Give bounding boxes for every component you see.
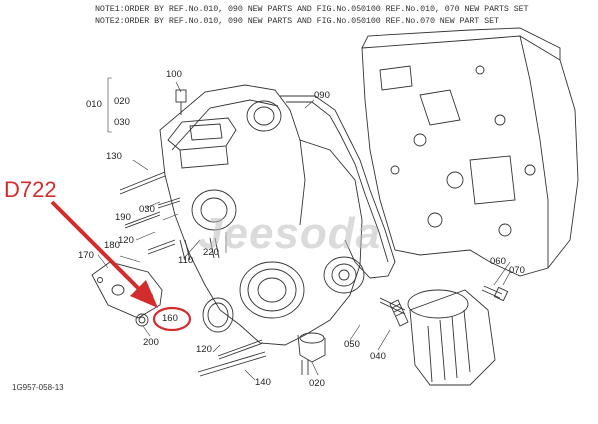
block-top-edge	[361, 27, 561, 60]
nut	[135, 313, 149, 327]
label-130: 130	[106, 151, 122, 162]
cover-plate	[91, 261, 163, 319]
label-120-upper: 120	[118, 235, 134, 246]
model-callout: D722	[4, 177, 57, 202]
label-020-lower: 020	[309, 378, 325, 389]
callout-arrow-head	[130, 280, 158, 308]
water-flange	[167, 117, 237, 151]
callout-graphics	[50, 200, 192, 332]
gasket-outline	[280, 95, 396, 279]
label-120-lower: 120	[196, 344, 212, 355]
label-180: 180	[104, 240, 120, 251]
label-050: 050	[344, 339, 360, 350]
label-040: 040	[370, 351, 386, 362]
label-140: 140	[255, 377, 271, 388]
label-060: 060	[490, 256, 506, 267]
diagram-code: 1G957-058-13	[12, 383, 64, 392]
watermark: Jeesoda	[198, 209, 382, 258]
highlight-circle	[152, 306, 192, 332]
gear-case-outline	[159, 84, 363, 346]
callout-arrow-shaft	[50, 200, 148, 298]
label-090: 090	[314, 90, 330, 101]
engine-block-outline	[361, 35, 579, 277]
note-2: NOTE2:ORDER BY REF.No.010, 090 NEW PARTS…	[95, 16, 499, 26]
label-100: 100	[166, 69, 182, 80]
note-1: NOTE1:ORDER BY REF.No.010, 090 NEW PARTS…	[95, 4, 529, 14]
label-190: 190	[115, 212, 131, 223]
label-030-upper: 030	[114, 117, 130, 128]
label-010: 010	[86, 99, 102, 110]
label-030-lower: 030	[139, 204, 155, 215]
label-200: 200	[143, 337, 159, 348]
label-020-upper: 020	[114, 96, 130, 107]
label-070: 070	[509, 265, 525, 276]
label-160: 160	[162, 313, 178, 324]
label-110: 110	[178, 255, 194, 266]
notes-block: NOTE1:ORDER BY REF.No.010, 090 NEW PARTS…	[95, 3, 529, 27]
threaded-nipple	[389, 299, 409, 327]
label-170: 170	[78, 250, 94, 261]
oil-seal	[202, 297, 234, 333]
label-220: 220	[203, 247, 219, 258]
oil-filter	[409, 289, 496, 386]
block-inner-edge	[519, 35, 549, 268]
